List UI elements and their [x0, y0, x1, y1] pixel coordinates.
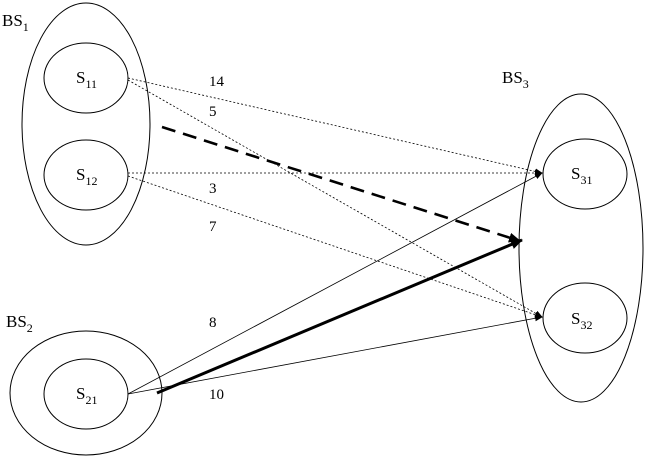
weight-s11-s31: 14: [209, 74, 225, 90]
weight-s21-s32: 10: [209, 387, 224, 403]
group-label-bs2: BS2: [6, 312, 33, 335]
node-label-s32: S32: [571, 309, 592, 332]
edge-s12-s32: [127, 175, 543, 318]
edge-s21-s32: [127, 315, 543, 395]
weight-s11-s32: 5: [209, 104, 217, 120]
weight-s21-s31: 8: [209, 315, 217, 331]
edge-s21-s31: [127, 172, 543, 395]
edge-s11-s32: [127, 79, 543, 318]
edge-s11-s31: [127, 77, 543, 175]
group-label-bs3: BS3: [502, 68, 529, 91]
node-label-s12: S12: [76, 165, 97, 188]
node-label-s31: S31: [571, 164, 592, 187]
weight-s12-s32: 7: [209, 219, 217, 235]
node-s32-circle: [542, 282, 628, 354]
node-s31-circle: [542, 138, 628, 210]
edge-bs2-bs3-aggregate: [156, 238, 523, 395]
group-bs3-ellipse: [518, 93, 644, 403]
node-label-s11: S11: [76, 68, 97, 91]
edge-bs1-bs3-aggregate: [161, 125, 521, 243]
group-bs1-ellipse: [21, 2, 151, 246]
group-bs2-ellipse: [9, 330, 163, 456]
group-label-bs1: BS1: [2, 11, 29, 34]
weight-s12-s31: 3: [209, 181, 217, 197]
node-label-s21: S21: [76, 384, 97, 407]
node-s12-circle: [43, 139, 129, 211]
